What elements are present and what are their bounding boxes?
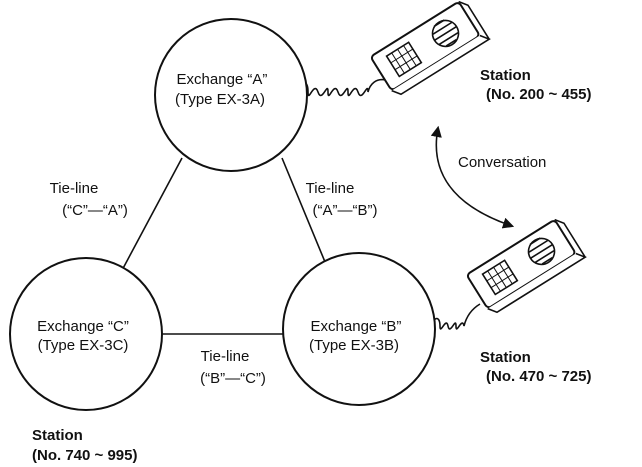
station-a-title: Station: [480, 67, 531, 84]
telephone-handset-icon: [370, 0, 491, 96]
exchange-b-node: Exchange “B” (Type EX-3B): [282, 252, 436, 406]
tie-line-ab-connector: [281, 157, 331, 275]
tie-line-ca-connector: [119, 157, 183, 275]
conversation-label: Conversation: [458, 154, 546, 171]
tie-line-bc-title: Tie-line: [201, 348, 250, 365]
coiled-cord-icon: [431, 303, 481, 330]
tie-line-bc-pair: (“B”—“C”): [200, 370, 266, 387]
station-b-range: (No. 470 ~ 725): [486, 368, 591, 385]
exchange-c-node: Exchange “C” (Type EX-3C): [9, 257, 163, 411]
tie-line-ab-title: Tie-line: [306, 180, 355, 197]
exchange-c-type: (Type EX-3C): [38, 337, 129, 354]
exchange-a-name: Exchange “A”: [177, 71, 268, 88]
station-c-range: (No. 740 ~ 995): [32, 447, 137, 464]
exchange-a-node: Exchange “A” (Type EX-3A): [154, 18, 308, 172]
tie-line-ca-title: Tie-line: [50, 180, 99, 197]
exchange-b-type: (Type EX-3B): [309, 337, 399, 354]
exchange-a-type: (Type EX-3A): [175, 91, 265, 108]
station-c-title: Station: [32, 427, 83, 444]
station-a-range: (No. 200 ~ 455): [486, 86, 591, 103]
coiled-cord-icon: [297, 78, 387, 97]
curved-double-arrow-icon: [430, 125, 515, 229]
telephone-handset-icon: [466, 218, 587, 314]
tie-line-ab-pair: (“A”—“B”): [313, 202, 378, 219]
exchange-c-name: Exchange “C”: [37, 318, 129, 335]
exchange-b-name: Exchange “B”: [311, 318, 402, 335]
station-b-title: Station: [480, 349, 531, 366]
tie-line-ca-pair: (“C”—“A”): [62, 202, 128, 219]
